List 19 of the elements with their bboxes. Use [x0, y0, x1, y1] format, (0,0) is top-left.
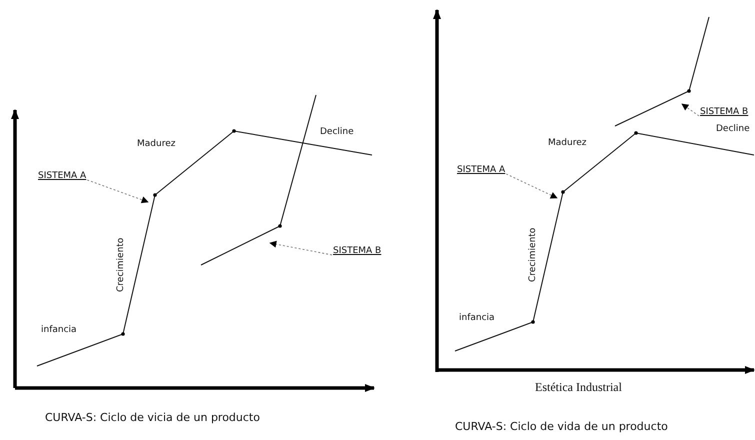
caption: CURVA-S: Ciclo de vicia de un producto: [45, 412, 260, 424]
stage-label: Crecimiento: [117, 238, 127, 292]
stage-label: Crecimiento: [529, 228, 539, 282]
system-label: SISTEMA B: [333, 247, 382, 257]
caption: CURVA-S: Ciclo de vida de un producto: [455, 421, 668, 434]
stage-label: Madurez: [548, 139, 586, 149]
stage-label: Decline: [320, 128, 354, 138]
axis-title: Estética Industrial: [535, 381, 622, 394]
leader-line: [269, 240, 332, 256]
system-label: SISTEMA A: [38, 172, 86, 182]
stage-label: Madurez: [137, 140, 176, 150]
system-label: SISTEMA A: [457, 166, 506, 176]
stage-label: infancia: [41, 326, 77, 336]
leader-line: [86, 180, 149, 204]
leader-line: [681, 104, 700, 116]
system-label: SISTEMA B: [700, 108, 748, 118]
stage-label: infancia: [459, 314, 495, 324]
leader-line: [506, 174, 558, 198]
stage-label: Decline: [716, 125, 750, 135]
